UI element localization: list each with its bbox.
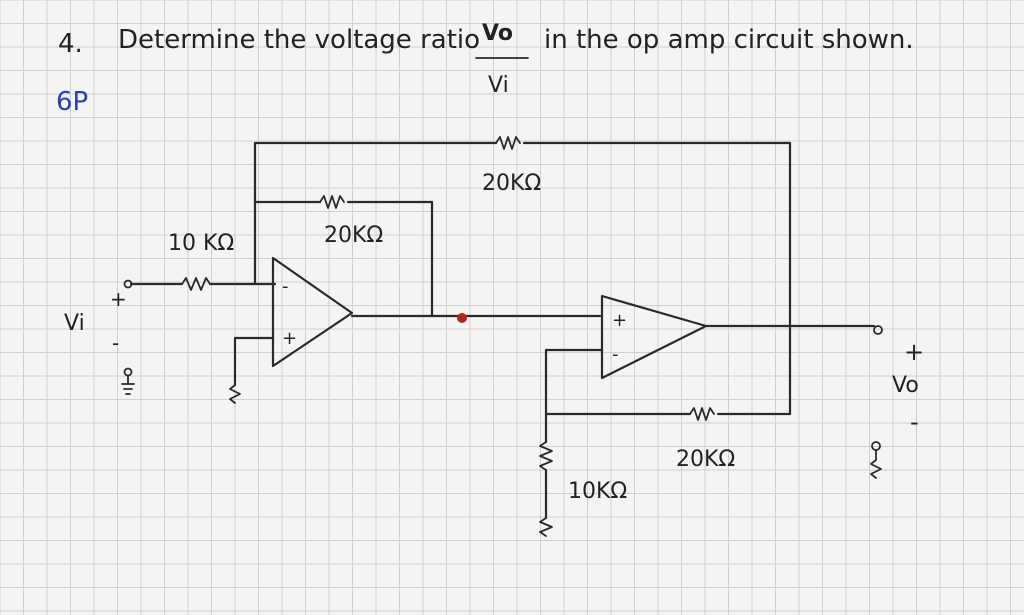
label-r-feedback-2: 20KΩ bbox=[676, 447, 735, 472]
resistor-ground-10k bbox=[539, 441, 553, 471]
opamp-2-inverting-sign: - bbox=[612, 344, 619, 365]
output-label: Vo bbox=[892, 373, 919, 398]
resistor-input-10k bbox=[181, 277, 211, 291]
input-terminal-bottom bbox=[123, 367, 133, 377]
annotation-points: 6P bbox=[56, 87, 88, 117]
component-labels: 10 KΩ 20KΩ 20KΩ 20KΩ 10KΩ + Vi - + Vo - … bbox=[64, 171, 924, 504]
output-plus-sign: + bbox=[904, 338, 924, 366]
node-dot bbox=[457, 313, 467, 323]
input-ground-icon bbox=[121, 375, 135, 395]
output-ground-icon bbox=[870, 449, 882, 479]
circuit-wires bbox=[121, 136, 883, 537]
label-r-feedback-outer: 20KΩ bbox=[482, 171, 541, 196]
wire-a1-plus-ground bbox=[233, 336, 275, 387]
problem-statement: 4. Determine the voltage ratio Vo Vi in … bbox=[56, 21, 914, 117]
resistor-feedback-1-20k bbox=[319, 195, 345, 209]
resistor-feedback-2-20k bbox=[689, 407, 715, 421]
input-label: Vi bbox=[64, 311, 85, 336]
wire-feedback-1-right bbox=[346, 200, 434, 318]
opamp-2 bbox=[600, 294, 708, 380]
label-r-input: 10 KΩ bbox=[168, 231, 234, 256]
wire-feedback-1-left bbox=[253, 200, 322, 286]
opamp-2-noninverting-sign: + bbox=[612, 310, 627, 331]
opamp-1-inverting-sign: - bbox=[282, 276, 289, 297]
output-terminal-top bbox=[873, 325, 883, 335]
wire-outer-right bbox=[522, 141, 792, 416]
output-minus-sign: - bbox=[910, 408, 919, 436]
ratio-denominator: Vi bbox=[488, 73, 509, 98]
wire-outer-left bbox=[253, 141, 498, 204]
ratio-numerator: Vo bbox=[482, 21, 513, 46]
label-r-ground: 10KΩ bbox=[568, 479, 627, 504]
resistor-feedback-outer-20k bbox=[495, 136, 521, 150]
opamp-1 bbox=[271, 256, 354, 368]
label-r-feedback-1: 20KΩ bbox=[324, 223, 383, 248]
ground-icon-a1 bbox=[229, 384, 241, 404]
wire-a2-minus bbox=[544, 348, 692, 416]
input-plus-sign: + bbox=[110, 287, 127, 311]
ground-icon-a2 bbox=[539, 517, 553, 537]
problem-number: 4. bbox=[58, 29, 83, 59]
problem-text: Determine the voltage ratio bbox=[118, 25, 480, 55]
input-minus-sign: - bbox=[112, 331, 119, 355]
problem-text-after: in the op amp circuit shown. bbox=[544, 25, 914, 55]
opamp-1-noninverting-sign: + bbox=[282, 328, 297, 349]
